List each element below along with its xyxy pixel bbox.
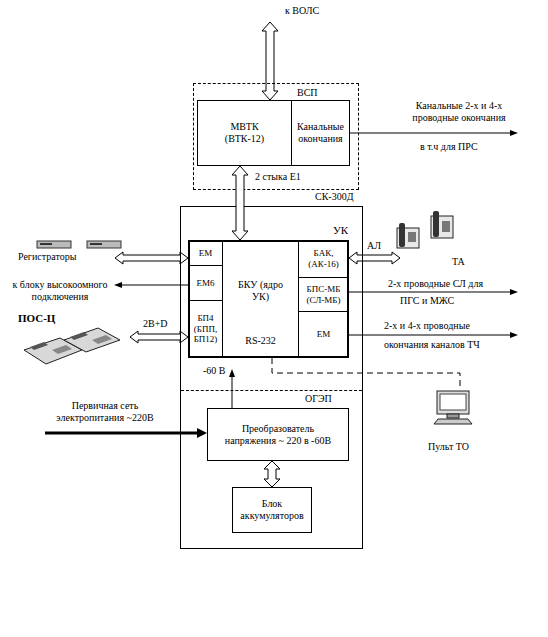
arrow-head xyxy=(510,130,518,136)
interface-name: RS-232 xyxy=(223,335,298,347)
voltage-label: -60 В xyxy=(203,365,226,377)
output-note: в т.ч для ПРС xyxy=(420,141,478,153)
node-text: МВТК (ВТК-12) xyxy=(218,121,271,145)
console-handset xyxy=(70,332,88,340)
dashed-link xyxy=(272,358,460,389)
registrator-icon xyxy=(37,241,71,248)
node-text: ЕМ xyxy=(317,329,331,340)
double-arrow xyxy=(262,22,278,100)
edge-label: 2 стыка Е1 xyxy=(255,171,301,183)
registrator-icon xyxy=(87,241,121,248)
node-text: ЕМ6 xyxy=(197,278,215,289)
monitor-stand xyxy=(447,414,459,418)
module-box: БАК, (АК-16) xyxy=(298,240,349,278)
keyboard-icon xyxy=(434,419,472,424)
node-text: БПС-МБ (СЛ-МБ) xyxy=(300,284,347,306)
process-box: Канальные окончания xyxy=(291,100,350,166)
registrator-detail xyxy=(90,243,102,245)
signal-line xyxy=(349,335,511,336)
group-heading: ВСП xyxy=(297,87,318,99)
monitor-icon xyxy=(437,391,469,414)
equipment-heading: СК-300Д xyxy=(315,191,354,203)
device-label: Регистраторы xyxy=(18,251,76,263)
node-text: Блок аккумуляторов xyxy=(235,498,309,522)
monitor-screen xyxy=(440,394,466,410)
node-text: БАК, (АК-16) xyxy=(300,248,347,270)
console-handset xyxy=(30,342,48,350)
output-label: 2-х проводные СЛ для xyxy=(388,278,483,290)
unit-heading: УК xyxy=(333,224,348,237)
arrow-head xyxy=(510,332,518,338)
arrow-head xyxy=(510,289,518,295)
mains-line xyxy=(45,432,199,435)
output-label: Канальные 2-х и 4-х проводные окончания xyxy=(398,100,520,124)
node-text: БП4 (БПП, БП12) xyxy=(190,313,221,345)
console-icon xyxy=(64,328,120,352)
interface-label: 2B+D xyxy=(143,318,168,330)
connector-arrow xyxy=(264,461,280,487)
equipment-box: СК-300ДУКЕМЕМ6БП4 (БПП, БП12)БКУ (ядро У… xyxy=(180,206,363,549)
console-keys xyxy=(52,345,72,354)
module-box: ЕМ xyxy=(298,311,349,358)
signal-line xyxy=(349,292,511,293)
output-label: к блоку высокоомного подключения xyxy=(8,279,112,303)
phone-keypad xyxy=(408,232,416,242)
double-arrow xyxy=(349,252,400,264)
output-label: окончания каналов ТЧ xyxy=(384,339,480,351)
battery-box: Блок аккумуляторов xyxy=(232,487,312,533)
registrator-detail xyxy=(40,243,52,245)
core-title: БКУ (ядро УК) xyxy=(238,279,283,303)
double-arrow xyxy=(115,252,188,264)
connector-arrow xyxy=(232,166,248,240)
core-box: БКУ (ядро УК) RS-232 xyxy=(222,240,299,358)
phone-handset xyxy=(399,223,405,247)
signal-line xyxy=(121,285,188,286)
device-label: ПОС-Ц xyxy=(18,312,55,325)
arrow-head xyxy=(229,369,235,377)
phone-keypad xyxy=(442,221,450,232)
device-label: Пульт ТО xyxy=(428,441,469,453)
output-label: 2-х и 4-х проводные xyxy=(384,320,470,332)
power-line xyxy=(232,376,233,408)
console-keys xyxy=(92,335,112,344)
module-box: ЕМ xyxy=(188,240,223,266)
signal-line xyxy=(350,133,511,134)
module-box: БПС-МБ (СЛ-МБ) xyxy=(298,277,349,312)
phone-handset xyxy=(433,211,439,237)
converter-box: Преобразователь напряжения ~ 220 в -60В xyxy=(207,408,349,461)
input-label: Первичная сеть электропитания ~220В xyxy=(45,400,165,424)
node-text: ЕМ xyxy=(199,248,213,259)
arrow-head xyxy=(114,282,122,288)
module-box: БП4 (БПП, БП12) xyxy=(188,300,223,358)
line-label: АЛ xyxy=(367,240,381,252)
arrow-head xyxy=(197,428,207,438)
unit-box: УКЕМЕМ6БП4 (БПП, БП12)БКУ (ядро УК)RS-23… xyxy=(188,240,349,358)
module-box: ЕМ6 xyxy=(188,265,223,301)
process-box: МВТК (ВТК-12) xyxy=(197,100,292,166)
link-label: к ВОЛС xyxy=(285,5,319,17)
node-text: Канальные окончания xyxy=(293,121,348,145)
band-heading: ОГЭП xyxy=(305,393,332,405)
output-label: ПГС и МЖС xyxy=(400,295,454,307)
device-label: ТА xyxy=(452,256,465,268)
power-band: ОГЭП Преобразователь напряжения ~ 220 в -… xyxy=(181,390,362,548)
node-text: Преобразователь напряжения ~ 220 в -60В xyxy=(220,423,336,447)
